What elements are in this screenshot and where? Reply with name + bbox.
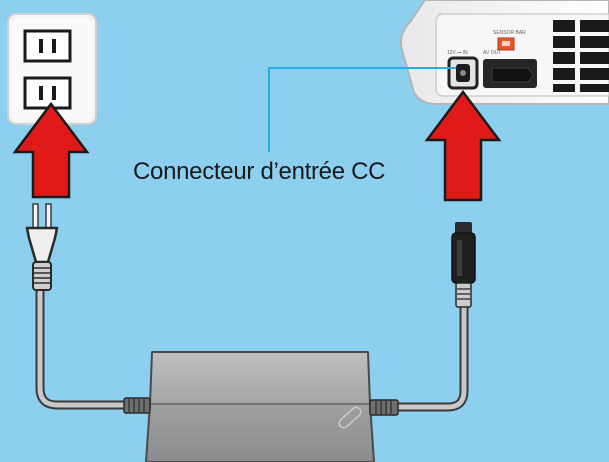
callout-leader-line (268, 67, 456, 152)
up-arrow-icon (12, 101, 90, 199)
dc-in-port-icon: 12V ⎓ IN (447, 50, 479, 90)
outlet-socket-bottom (23, 76, 72, 110)
vent-grille-icon (553, 20, 609, 92)
dc-in-label: 12V ⎓ IN (447, 50, 468, 56)
up-arrow-icon (424, 89, 502, 202)
sensor-bar-label: SENSOR BAR (493, 30, 526, 36)
av-out-label: AV OUT (483, 50, 501, 56)
brick-logo-mark (338, 406, 362, 429)
outlet-socket-top (23, 29, 72, 63)
dc-input-connector-label: Connecteur d’entrée CC (133, 158, 386, 185)
av-out-port-icon: AV OUT (483, 50, 537, 88)
power-brick-icon (123, 351, 399, 462)
console-rear-panel: SENSOR BAR 12V ⎓ IN AV OUT (400, 0, 609, 105)
ac-plug-icon (25, 203, 59, 291)
power-cables (35, 283, 469, 412)
brick-strain-relief-left (123, 397, 151, 414)
brick-strain-relief-right (369, 399, 399, 416)
sensor-bar-port-icon: SENSOR BAR (493, 30, 526, 51)
dc-plug-icon (451, 222, 476, 308)
